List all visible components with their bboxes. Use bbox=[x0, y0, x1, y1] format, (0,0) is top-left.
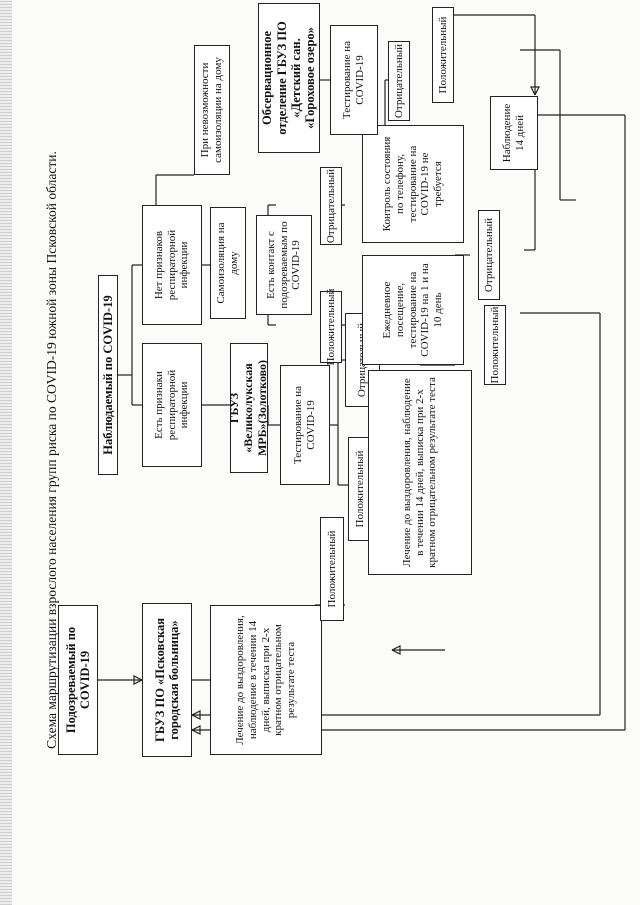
connector-line bbox=[133, 675, 143, 685]
box-no-resp-signs: Нет признаков респираторной инфекции bbox=[142, 205, 202, 325]
box-pskov-hospital: ГБУЗ ПО «Псковская городская больница» bbox=[142, 603, 192, 757]
box-test-covid-2: Тестирование на COVID-19 bbox=[330, 25, 378, 135]
box-negative-4: Отрицательный bbox=[388, 41, 410, 121]
box-observed: Наблюдаемый по COVID-19 bbox=[98, 275, 118, 475]
box-negative-2: Отрицательный bbox=[320, 167, 342, 245]
box-phone-control: Контроль состояния по телефону, тестиров… bbox=[362, 125, 464, 243]
box-observation-14: Наблюдение 14 дней bbox=[490, 96, 538, 170]
box-cannot-isolate: При невозможности самоизоляции на дому bbox=[194, 45, 230, 175]
box-test-covid-1: Тестирование на COVID-19 bbox=[280, 365, 330, 485]
connector-line bbox=[391, 645, 401, 655]
box-positive-2: Положительный bbox=[320, 289, 342, 365]
box-resp-signs: Есть признаки респираторной инфекции bbox=[142, 343, 202, 467]
scan-edge bbox=[0, 0, 12, 905]
box-treatment-1: Лечение до выздоровления, наблюдение в т… bbox=[368, 370, 472, 575]
box-observation-dept: Обсервационное отделение ГБУЗ ПО «Детски… bbox=[258, 3, 320, 153]
box-positive-3: Положительный bbox=[484, 305, 506, 385]
connector-line bbox=[191, 725, 201, 735]
box-contact: Есть контакт с подозреваемым по COVID-19 bbox=[256, 215, 312, 315]
box-positive-4: Положительный bbox=[432, 7, 454, 103]
box-positive-1b: Положительный bbox=[320, 517, 344, 621]
connector-line bbox=[530, 86, 540, 96]
box-negative-3: Отрицательный bbox=[478, 210, 500, 300]
box-pskov-treatment: Лечение до выздоровления, наблюдение в т… bbox=[210, 605, 322, 755]
box-suspected: Подозреваемый по COVID-19 bbox=[58, 605, 98, 755]
box-daily-visit: Ежедневное посещение, тестирование на CO… bbox=[362, 255, 464, 365]
box-self-isolation: Самоизоляция на дому bbox=[210, 207, 246, 319]
box-velikie-luki: ГБУЗ «Великолукская МРБ»(Золотково) bbox=[227, 343, 269, 473]
connector-line bbox=[191, 710, 201, 720]
